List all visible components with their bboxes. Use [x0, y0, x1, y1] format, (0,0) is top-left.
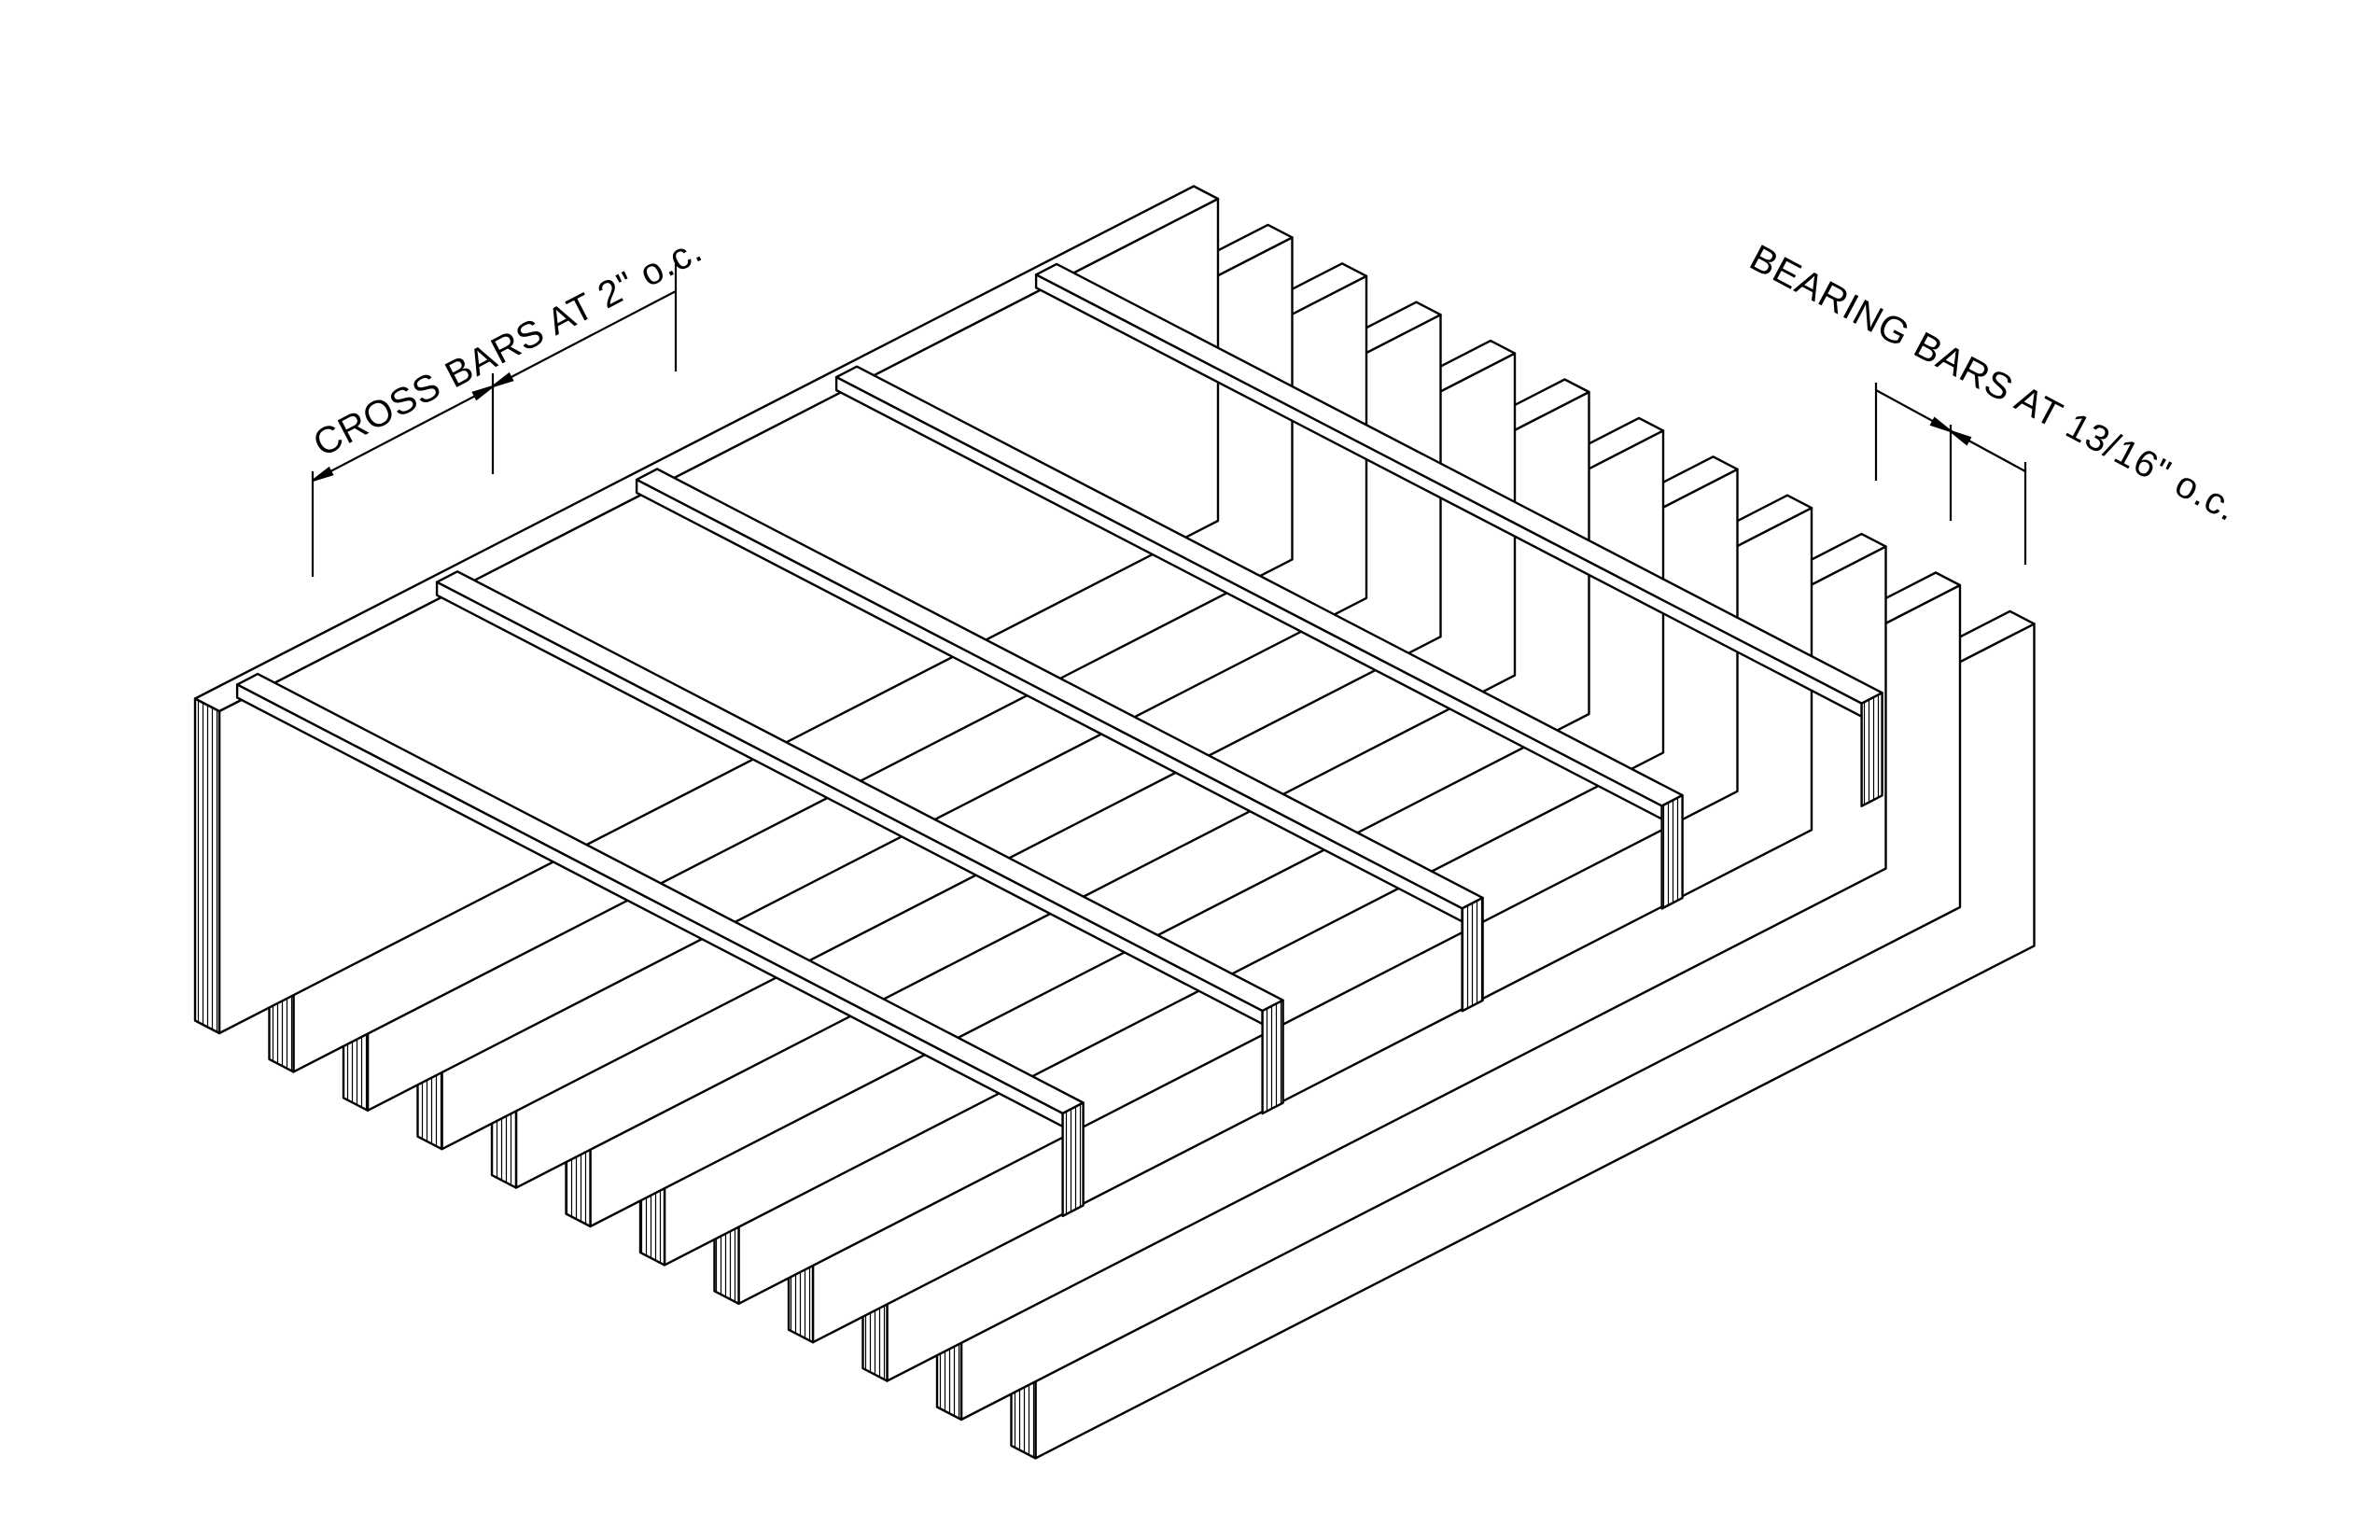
cross-bars-annotation: CROSS BARS AT 2" o.c.: [307, 229, 709, 465]
cross-bar: [635, 468, 1484, 1013]
dimension-arrow: [492, 371, 514, 388]
dimension-arrow: [1929, 416, 1952, 433]
cross-bar: [1034, 262, 1883, 807]
bearing-bars-annotation: BEARING BARS AT 13/16" o.c.: [1743, 237, 2245, 529]
cross-bar-end: [1061, 1101, 1085, 1218]
cross-bar: [435, 570, 1284, 1115]
cross-bar-end: [1461, 896, 1484, 1013]
dimension-arrow: [312, 466, 334, 483]
cross-bar: [834, 365, 1684, 910]
cross-bar-end: [1261, 999, 1284, 1115]
cross-bar-end: [1660, 793, 1684, 910]
bearing-bar-end-face: [193, 697, 221, 1035]
cross-bar-end: [1860, 692, 1883, 807]
dimension-arrow: [1950, 429, 1972, 446]
cross-bar: [235, 672, 1085, 1218]
grating-bars: [193, 185, 2036, 1460]
dimension-lines: [311, 263, 2027, 577]
dimension-arrow: [471, 385, 494, 401]
